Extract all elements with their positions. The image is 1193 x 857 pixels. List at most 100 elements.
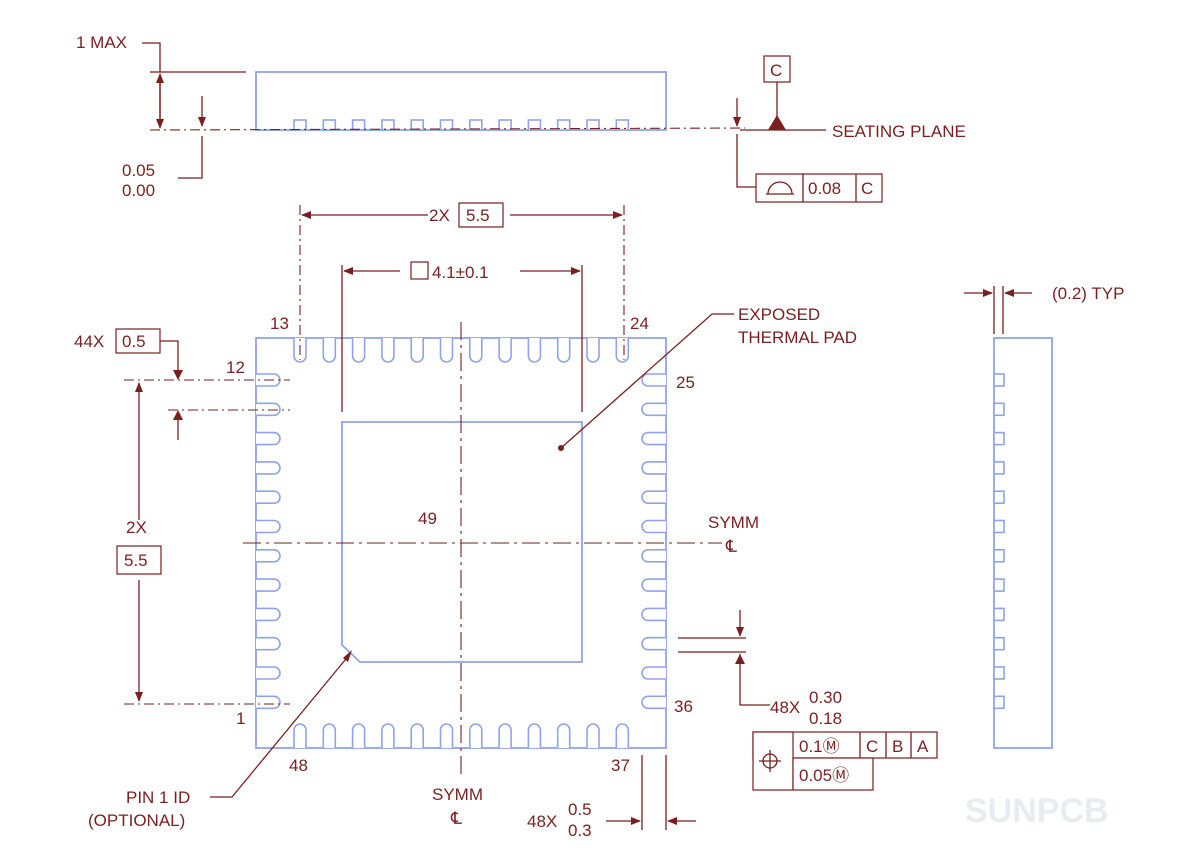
pin-pad <box>641 695 666 710</box>
flatness-icon <box>766 181 794 195</box>
watermark: SUNPCB <box>965 792 1109 830</box>
standoff-max: 0.05 <box>122 161 155 180</box>
typ-thickness-label: (0.2) TYP <box>1052 284 1124 303</box>
pin-pad <box>556 338 571 363</box>
side-body <box>255 71 667 131</box>
side-pin <box>993 578 1005 592</box>
side-pin <box>993 431 1005 446</box>
side-pin <box>381 119 395 131</box>
body-width-dim: 2X 5.5 <box>299 202 625 360</box>
centerline-bottom-icon: ℄ <box>450 809 462 828</box>
pin-24-label: 24 <box>630 314 649 333</box>
pin-pad <box>293 723 307 748</box>
pos-tol-1-c: C <box>866 737 878 756</box>
pin-pad <box>256 695 281 710</box>
side-pin <box>993 695 1005 710</box>
pin-pad <box>641 431 666 446</box>
side-pins <box>293 119 630 131</box>
pitch-prefix: 44X <box>74 332 104 351</box>
pin-pad <box>381 723 395 748</box>
centerline-icon: ℄ <box>725 537 737 556</box>
exposed-pad-leader: EXPOSED THERMAL PAD <box>558 305 857 451</box>
body-height-dim: 2X 5.5 <box>116 382 290 705</box>
lead-length-prefix: 48X <box>527 812 557 831</box>
lead-width-max: 0.30 <box>809 688 842 707</box>
side-pin <box>439 119 454 131</box>
side-pin <box>498 119 512 131</box>
side-pin <box>586 119 600 131</box>
exposed-pad-label-2: THERMAL PAD <box>738 328 857 347</box>
pin-pad <box>256 607 281 622</box>
exposed-pad-label-1: EXPOSED <box>738 305 820 324</box>
seating-line <box>149 127 746 131</box>
pin-pad <box>641 402 666 417</box>
side-pin <box>322 119 337 131</box>
pin-1-label: 1 <box>236 709 245 728</box>
side-pin <box>993 490 1005 505</box>
pin-pad <box>641 490 666 504</box>
side-pin <box>993 666 1005 680</box>
pitch-value: 0.5 <box>122 332 146 351</box>
pin-pad <box>641 373 666 387</box>
pin-pad <box>641 666 666 680</box>
datum-c-label: C <box>770 61 782 80</box>
datum-c: C SEATING PLANE <box>740 55 966 141</box>
pad-size-dim: 4.1±0.1 <box>341 261 583 412</box>
pin-37-label: 37 <box>611 756 630 775</box>
side-view <box>149 71 746 131</box>
pin-pad <box>256 461 281 475</box>
position-tolerance-frame: 0.1Ⓜ C B A 0.05Ⓜ <box>752 731 938 791</box>
pin-pad <box>641 578 666 592</box>
pin-pad <box>641 461 666 475</box>
pin-pad <box>351 723 366 748</box>
pin-pad <box>410 338 424 363</box>
max-height-label: 1 MAX <box>76 33 127 52</box>
pin-pad <box>256 490 281 504</box>
square-symbol-icon <box>410 261 429 280</box>
pin-36-label: 36 <box>674 697 693 716</box>
body-width-prefix: 2X <box>429 206 450 225</box>
right-side-body <box>993 337 1053 749</box>
pin-pad <box>256 636 281 651</box>
right-side-pins <box>993 373 1005 710</box>
pin-pad <box>256 578 281 592</box>
pin-pad <box>586 338 600 363</box>
lead-width-dim: 48X 0.30 0.18 <box>678 610 842 728</box>
body-width-value: 5.5 <box>466 206 490 225</box>
top-view-pins <box>256 338 666 748</box>
side-pin <box>993 607 1005 622</box>
pin-pad <box>469 338 483 363</box>
standoff-min: 0.00 <box>122 181 155 200</box>
pin-pad <box>439 338 454 363</box>
pin1-id-label-1: PIN 1 ID <box>126 788 190 807</box>
pin-pad <box>410 723 424 748</box>
pin-pad <box>586 723 600 748</box>
side-pin <box>468 119 483 131</box>
pin-pad <box>351 338 366 363</box>
pin-pad <box>527 338 542 363</box>
exposed-pad <box>341 421 583 663</box>
pin-pad <box>381 338 395 363</box>
pin-pad <box>641 607 666 622</box>
side-pin <box>993 402 1005 417</box>
pin-pad <box>498 338 512 363</box>
pos-tol-2: 0.05Ⓜ <box>799 766 849 785</box>
pin-pad <box>256 431 281 446</box>
lead-width-min: 0.18 <box>809 709 842 728</box>
top-view <box>243 322 722 775</box>
side-pin <box>993 519 1005 534</box>
pin-12-label: 12 <box>226 358 245 377</box>
pin-pad <box>641 636 666 651</box>
pin1-id-label-2: (OPTIONAL) <box>88 811 185 830</box>
pin1-id-leader: PIN 1 ID (OPTIONAL) <box>88 650 352 830</box>
pin-25-label: 25 <box>676 373 695 392</box>
side-pin <box>293 119 307 131</box>
symm-bottom-label: SYMM <box>432 785 483 804</box>
lead-length-min: 0.3 <box>568 821 592 840</box>
position-icon <box>759 750 781 772</box>
pin-pad <box>256 402 281 417</box>
pin-pad <box>527 723 542 748</box>
side-pin <box>993 548 1005 563</box>
pin-48-label: 48 <box>289 756 308 775</box>
